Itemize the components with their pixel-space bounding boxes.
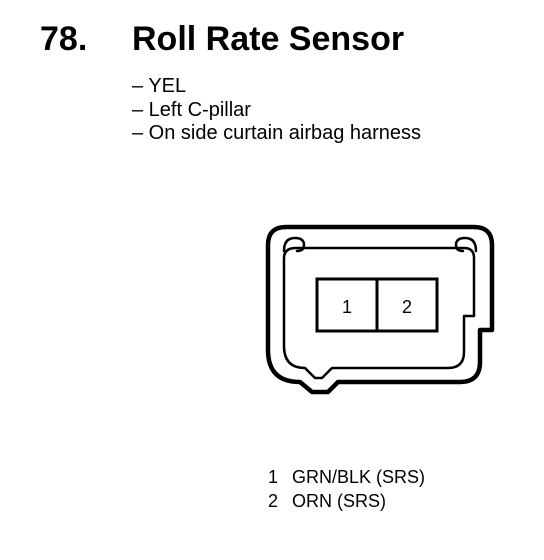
connector-inner-shell [282, 246, 476, 380]
component-number: 78. [40, 20, 88, 58]
pin-number: 2 [268, 491, 279, 511]
pin-wire: ORN (SRS) [292, 491, 386, 511]
left-latch-hook [282, 236, 306, 253]
detail-location: – Left C-pillar [132, 98, 251, 121]
connector-diagram: 1 2 [265, 224, 495, 395]
pin-number: 1 [268, 467, 279, 487]
pin-wire: GRN/BLK (SRS) [292, 467, 426, 487]
cavity-2 [375, 277, 439, 333]
pin-legend: 1 GRN/BLK (SRS) 2 ORN (SRS) [268, 465, 425, 513]
component-name: Roll Rate Sensor [132, 20, 405, 58]
pin-row: 1 GRN/BLK (SRS) [268, 465, 425, 489]
detail-color: – YEL [132, 75, 187, 97]
pin-row: 2 ORN (SRS) [268, 489, 425, 513]
cavity-2-label: 2 [402, 297, 412, 317]
right-latch-hook [454, 236, 478, 253]
detail-harness: – On side curtain airbag harness [132, 122, 422, 144]
connector-outer-shell [265, 224, 495, 395]
component-details: – YEL – Left C-pillar – On side curtain … [132, 75, 421, 146]
cavity-1-label: 1 [342, 297, 352, 317]
